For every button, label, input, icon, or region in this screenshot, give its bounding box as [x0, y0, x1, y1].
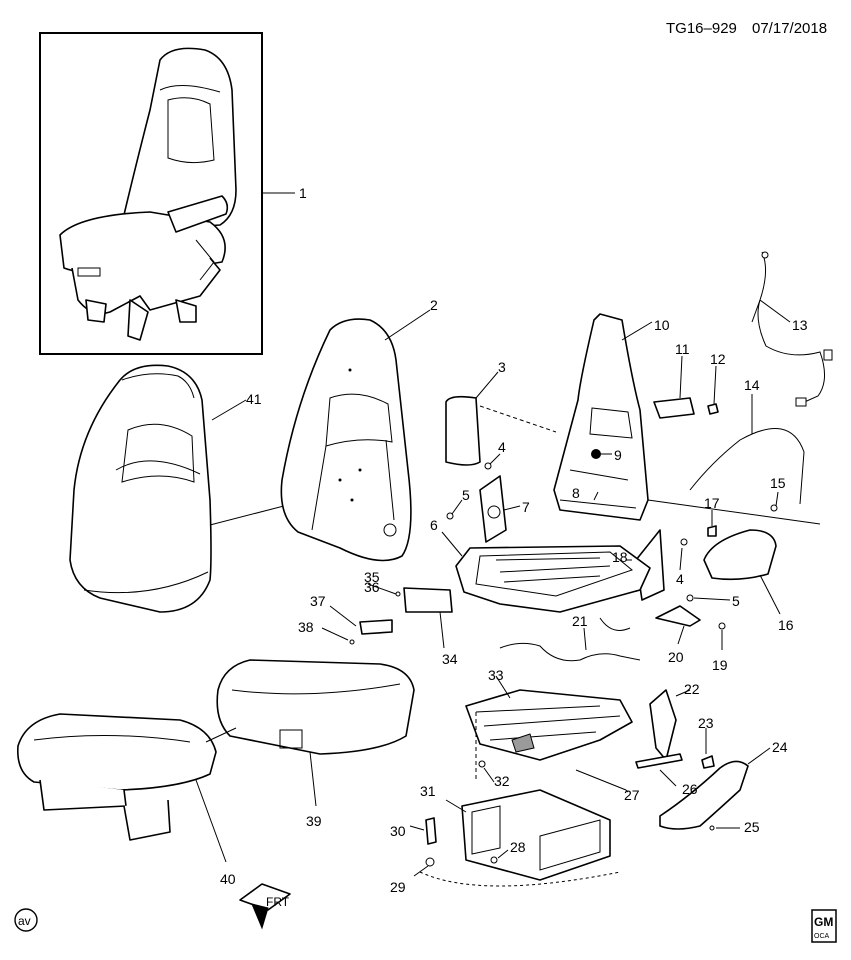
bolt-12 — [707, 403, 719, 415]
callout-34: 34 — [442, 651, 458, 667]
seat-side-shield — [703, 529, 777, 581]
callout-35: 35 — [364, 569, 380, 585]
nut-9 — [591, 449, 601, 459]
clip-17 — [707, 525, 717, 537]
bolt-23 — [701, 755, 715, 769]
callout-23: 23 — [698, 715, 714, 731]
switch-37 — [359, 619, 393, 635]
front-arrow-label: FRT — [266, 895, 290, 909]
outer-trim-panel — [659, 760, 749, 830]
callout-1: 1 — [299, 185, 307, 201]
callout-27: 27 — [624, 787, 640, 803]
seat-adjuster-track — [465, 689, 633, 761]
callout-6: 6 — [430, 517, 438, 533]
release-cable — [689, 427, 805, 505]
gm-oca-logo: GM OCA — [811, 909, 837, 943]
callout-11: 11 — [675, 341, 690, 357]
callout-7: 7 — [522, 499, 530, 515]
corner-mark-text: av — [18, 914, 31, 928]
callout-39: 39 — [306, 813, 322, 829]
seat-cushion-pad — [216, 659, 415, 755]
logo-top-text: GM — [814, 915, 833, 929]
seat-back-frame — [553, 313, 649, 521]
callout-2: 2 — [430, 297, 438, 313]
callout-5b: 5 — [732, 593, 740, 609]
tube-26 — [635, 753, 683, 769]
callout-16: 16 — [778, 617, 794, 633]
callout-41: 41 — [246, 391, 262, 407]
screw-15 — [770, 504, 778, 512]
callout-9: 9 — [614, 447, 622, 463]
headrest-guide — [653, 397, 695, 419]
logo-bottom-text: OCA — [814, 933, 830, 940]
callout-30: 30 — [390, 823, 406, 839]
callout-36: 36 — [364, 579, 380, 595]
callout-25: 25 — [744, 819, 760, 835]
callout-4a: 4 — [498, 439, 506, 455]
callout-21: 21 — [572, 613, 588, 629]
callout-15: 15 — [770, 475, 786, 491]
callout-14: 14 — [744, 377, 760, 393]
callout-4b: 4 — [676, 571, 684, 587]
callout-40: 40 — [220, 871, 236, 887]
front-direction-arrow: FRT — [239, 883, 291, 930]
callout-37: 37 — [310, 593, 326, 609]
callout-18: 18 — [612, 549, 628, 565]
callout-17: 17 — [704, 495, 720, 511]
callout-labels: 1 2 3 4 5 6 7 8 9 10 11 12 13 14 15 16 1… — [220, 185, 808, 895]
callout-24: 24 — [772, 739, 788, 755]
callout-8: 8 — [572, 485, 580, 501]
callout-29: 29 — [390, 879, 406, 895]
switch-bracket — [403, 587, 453, 613]
trim-20 — [655, 605, 701, 627]
callout-5a: 5 — [462, 487, 470, 503]
corner-mark-circle — [14, 908, 38, 932]
seat-cushion-frame — [455, 545, 651, 613]
headrest-panel — [445, 395, 481, 466]
callout-26: 26 — [682, 781, 698, 797]
callout-38: 38 — [298, 619, 314, 635]
callout-13: 13 — [792, 317, 808, 333]
seat-cushion-cover — [17, 713, 217, 841]
callout-22: 22 — [684, 681, 700, 697]
callout-32: 32 — [494, 773, 510, 789]
callout-12: 12 — [710, 351, 726, 367]
callout-20: 20 — [668, 649, 684, 665]
recliner-bracket-left — [479, 475, 507, 543]
callout-10: 10 — [654, 317, 670, 333]
callout-19: 19 — [712, 657, 728, 673]
seat-assembly-inset — [39, 32, 263, 355]
stud-30 — [425, 817, 437, 845]
callout-3: 3 — [498, 359, 506, 375]
seat-riser-base — [419, 789, 621, 887]
diagram-date: 07/17/2018 — [752, 20, 827, 37]
callout-28: 28 — [510, 839, 526, 855]
wire-harness — [751, 251, 833, 407]
seat-back-cover — [69, 364, 212, 613]
seat-back-pad — [280, 318, 412, 562]
callout-33: 33 — [488, 667, 504, 683]
nut-29 — [425, 857, 435, 867]
diagram-code: TG16–929 — [666, 20, 737, 37]
seat-belt-buckle — [649, 689, 677, 761]
callout-31: 31 — [420, 783, 436, 799]
seat-harness — [499, 642, 641, 662]
rod-27 — [575, 769, 627, 791]
